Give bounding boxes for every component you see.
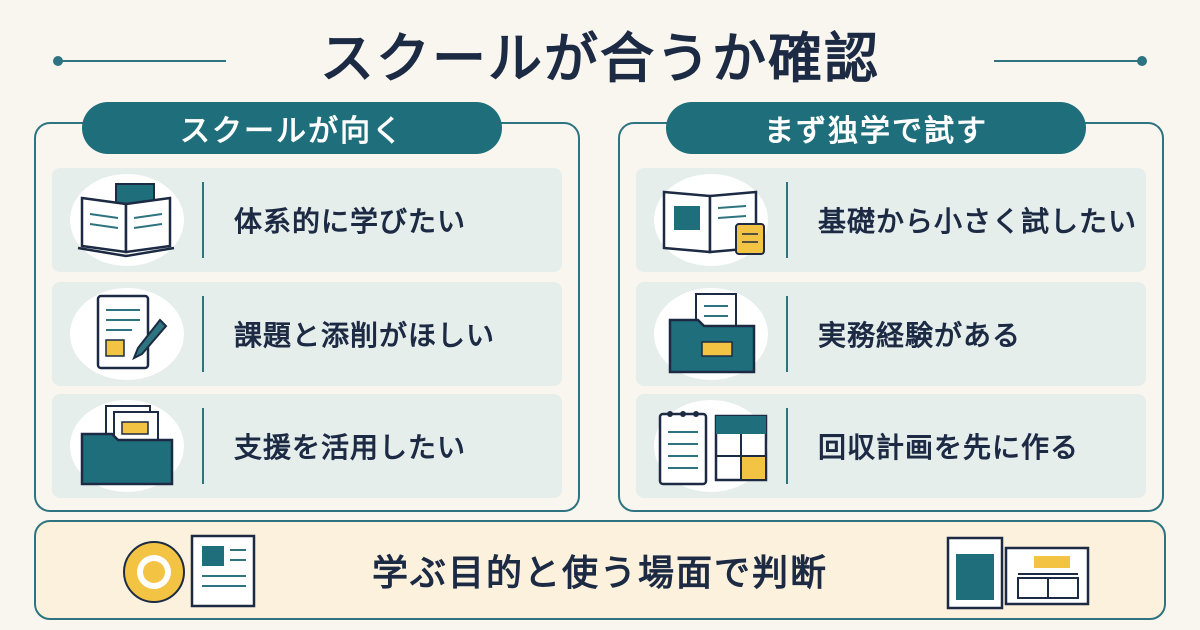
title-dot-right: [1137, 56, 1147, 66]
layout-cards-icon: [946, 536, 1090, 610]
list-item: 支援を活用したい: [52, 394, 562, 498]
page-title: スクールが合うか確認: [320, 26, 880, 90]
item-label: 回収計画を先に作る: [818, 431, 1080, 464]
book-note-icon: [662, 190, 765, 255]
title-dot-left: [53, 56, 63, 66]
item-label: 基礎から小さく試したい: [818, 205, 1138, 238]
conclusion-banner: 学ぶ目的と使う場面で判断: [34, 520, 1166, 620]
list-item: 基礎から小さく試したい: [636, 168, 1146, 272]
conclusion-text: 学ぶ目的と使う場面で判断: [371, 553, 828, 594]
self-study-header: まず独学で試す: [666, 102, 1086, 154]
target-document-icon: [123, 534, 256, 608]
school-suited-panel: スクールが向く 体系的に学びたい: [34, 102, 580, 512]
item-label: 支援を活用したい: [234, 431, 467, 464]
list-item: 回収計画を先に作る: [636, 394, 1146, 498]
item-label: 体系的に学びたい: [234, 205, 467, 238]
self-study-panel: まず独学で試す 基礎から小さく試したい: [618, 102, 1164, 512]
open-book-icon: [77, 183, 175, 258]
title-line-right: [994, 60, 1142, 62]
list-item: 実務経験がある: [636, 282, 1146, 386]
list-item: 課題と添削がほしい: [52, 282, 562, 386]
item-label: 課題と添削がほしい: [234, 319, 496, 352]
folder-icon: [80, 405, 174, 486]
folder-document-icon: [668, 293, 756, 374]
notepad-table-icon: [658, 411, 768, 486]
document-pen-icon: [96, 294, 168, 370]
list-item: 体系的に学びたい: [52, 168, 562, 272]
school-suited-header: スクールが向く: [82, 102, 502, 154]
item-label: 実務経験がある: [818, 319, 1022, 352]
title-line-left: [58, 60, 226, 62]
page-title-area: スクールが合うか確認: [0, 8, 1200, 98]
